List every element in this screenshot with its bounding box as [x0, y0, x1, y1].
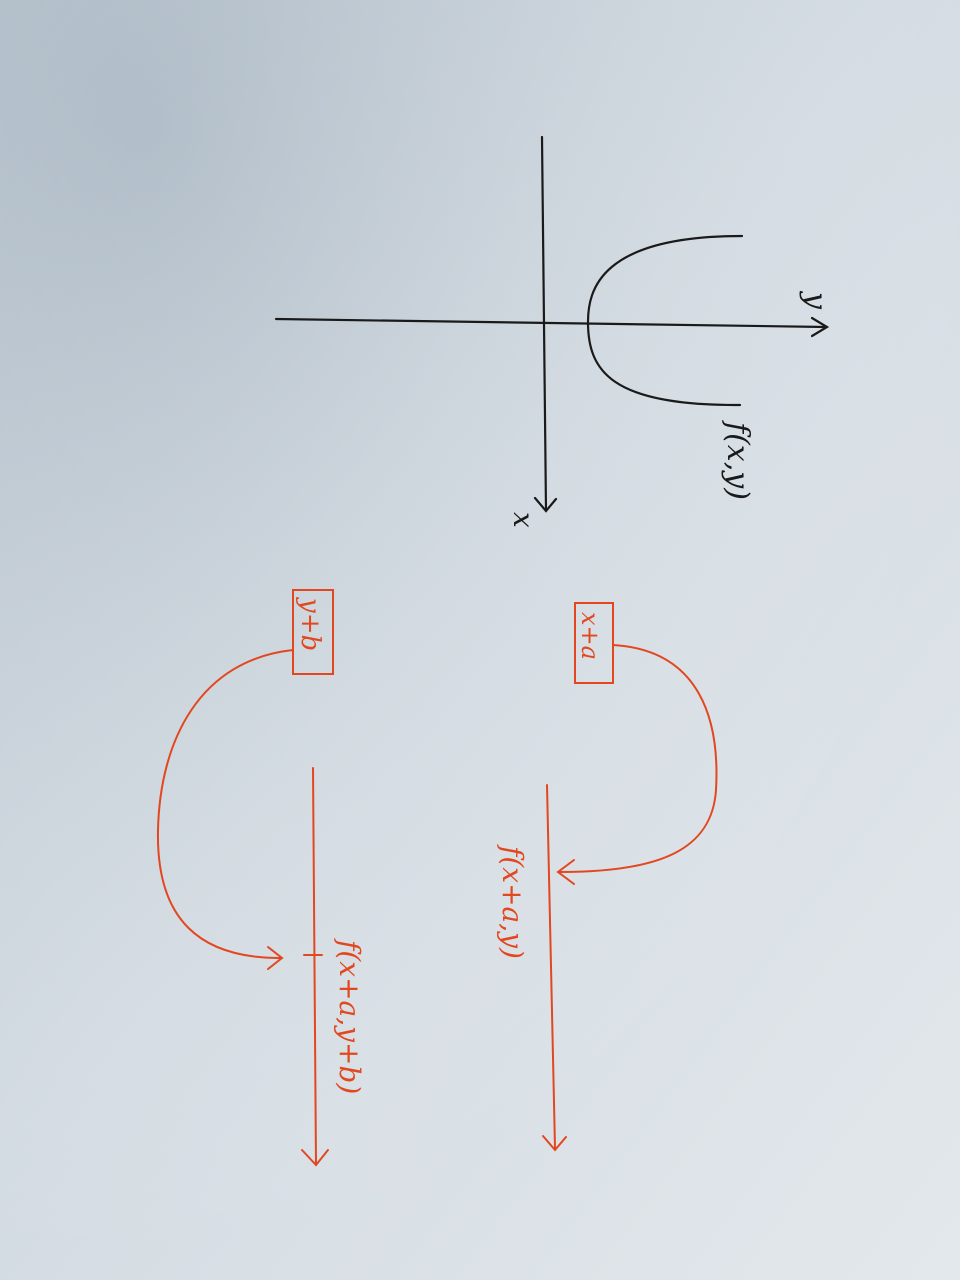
curve-label: f(x,y) [720, 420, 755, 500]
parabola-curve [586, 234, 744, 407]
shift-y-curve-arrowhead [267, 946, 284, 970]
shift-x-box [574, 602, 614, 684]
shift-x-curve-arrow [559, 644, 718, 873]
shift-x-curve-arrowhead [556, 859, 575, 885]
x-axis-arrowhead [533, 496, 558, 513]
shift-y-axis-arrowhead [301, 1149, 329, 1167]
shift-y-diagram [156, 589, 334, 1167]
x-axis-line [540, 135, 548, 512]
shift-y-axis-line [312, 767, 317, 1166]
shift-y-box [292, 589, 334, 675]
shift-y-box-label: y+b [295, 597, 325, 651]
y-axis-label: y [798, 290, 833, 310]
y-axis-arrowhead [810, 316, 830, 338]
shift-x-diagram [542, 602, 718, 1152]
black-graph [274, 135, 830, 513]
shift-y-result-label: f(x+a,y+b) [333, 938, 366, 1094]
shift-x-axis-line [546, 784, 556, 1149]
y-axis-line [274, 317, 828, 329]
shift-y-curve-arrow [156, 649, 294, 959]
shift-x-box-label: x+a [576, 612, 604, 660]
shift-x-axis-arrowhead [542, 1135, 567, 1152]
shift-x-result-label: f(x+a,y) [496, 844, 529, 959]
x-axis-label: x [507, 512, 540, 528]
